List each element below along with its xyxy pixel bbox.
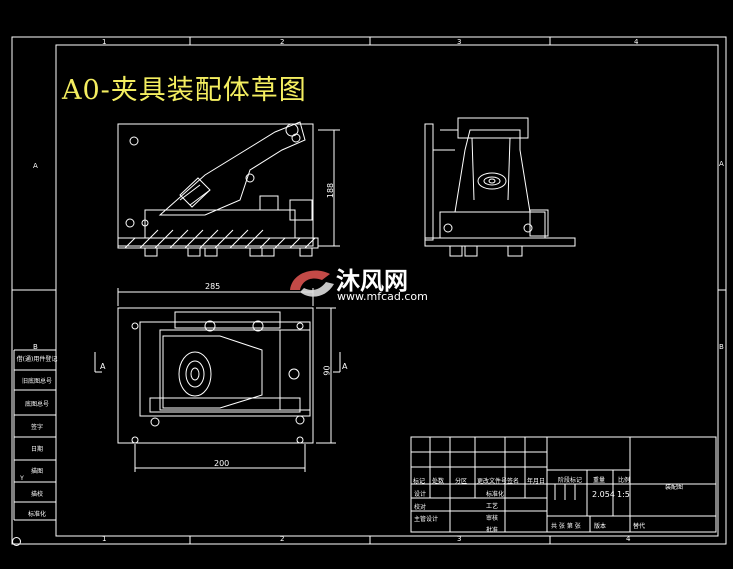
side-table-cell: 旧底图总号 — [21, 378, 52, 385]
side-table-cell: 签字 — [30, 424, 43, 431]
zone-letter-left-a: A — [33, 162, 38, 170]
dimension-front-height: 188 — [326, 182, 336, 199]
version-label: 版本 — [594, 523, 607, 530]
zone-letter-left-b: B — [33, 343, 38, 351]
role-label: 工艺 — [486, 503, 499, 510]
rev-header: 更改文件号 — [477, 478, 508, 485]
corner-circle-mark — [12, 537, 21, 546]
side-table-cell: 标准化 — [27, 511, 46, 518]
dimension-top-height: 90 — [322, 365, 332, 376]
role-label: 设计 — [414, 491, 427, 498]
zone-number-top-2: 2 — [280, 38, 285, 46]
dimension-top-width: 285 — [205, 282, 221, 291]
top-view — [94, 288, 341, 472]
zone-number-top-3: 3 — [457, 38, 462, 46]
title-block-lines — [410, 436, 717, 533]
stage-header: 阶段标记 — [558, 477, 583, 484]
replace-label: 替代 — [633, 523, 646, 530]
role-label: 批准 — [486, 527, 499, 534]
rev-header: 年月日 — [527, 478, 546, 485]
zone-number-bottom-1: 1 — [102, 535, 107, 543]
side-table-cell: 底图总号 — [24, 401, 49, 408]
zone-number-top-1: 1 — [102, 38, 107, 46]
side-view — [424, 117, 576, 257]
side-table-lines — [13, 349, 57, 521]
zone-number-bottom-3: 3 — [457, 535, 462, 543]
zone-number-top-4: 4 — [634, 38, 639, 46]
weight-value: 2.054 — [592, 490, 615, 499]
sheet-count: 共 张 第 张 — [551, 523, 581, 530]
side-table-cell: 描校 — [30, 491, 43, 498]
role-label: 审核 — [486, 515, 499, 522]
rev-header: 处数 — [432, 478, 445, 485]
zone-number-bottom-4: 4 — [626, 535, 631, 543]
weight-header: 重量 — [593, 477, 606, 484]
side-table-cell: 描图 — [30, 468, 43, 475]
watermark-url: www.mfcad.com — [337, 290, 428, 303]
section-mark-right: A — [342, 362, 348, 371]
zone-letter-right-b: B — [719, 343, 724, 351]
front-view — [117, 121, 340, 257]
drawing-title: A0-夹具装配体草图 — [62, 75, 307, 106]
rev-header: 签名 — [507, 478, 520, 485]
zone-letter-right-a: A — [719, 160, 724, 168]
watermark-logo — [290, 270, 334, 297]
side-table-cell: 日期 — [30, 446, 43, 453]
dimension-bottom-width: 200 — [214, 459, 230, 468]
scale-value: 1:5 — [617, 490, 630, 499]
rev-header: 分区 — [455, 478, 468, 485]
side-table-cell: 借(通)用件登记 — [16, 356, 58, 363]
side-table-mark: Y — [20, 475, 24, 482]
drawing-name: 装配图 — [665, 484, 684, 491]
zone-number-bottom-2: 2 — [280, 535, 285, 543]
role-label: 主管设计 — [414, 516, 439, 523]
rev-header: 标记 — [413, 478, 426, 485]
section-mark-left: A — [100, 362, 106, 371]
role-label: 校对 — [414, 504, 427, 511]
role-label: 标准化 — [486, 491, 505, 498]
scale-header: 比例 — [618, 477, 631, 484]
watermark-brand: 沐风网 — [336, 267, 408, 295]
